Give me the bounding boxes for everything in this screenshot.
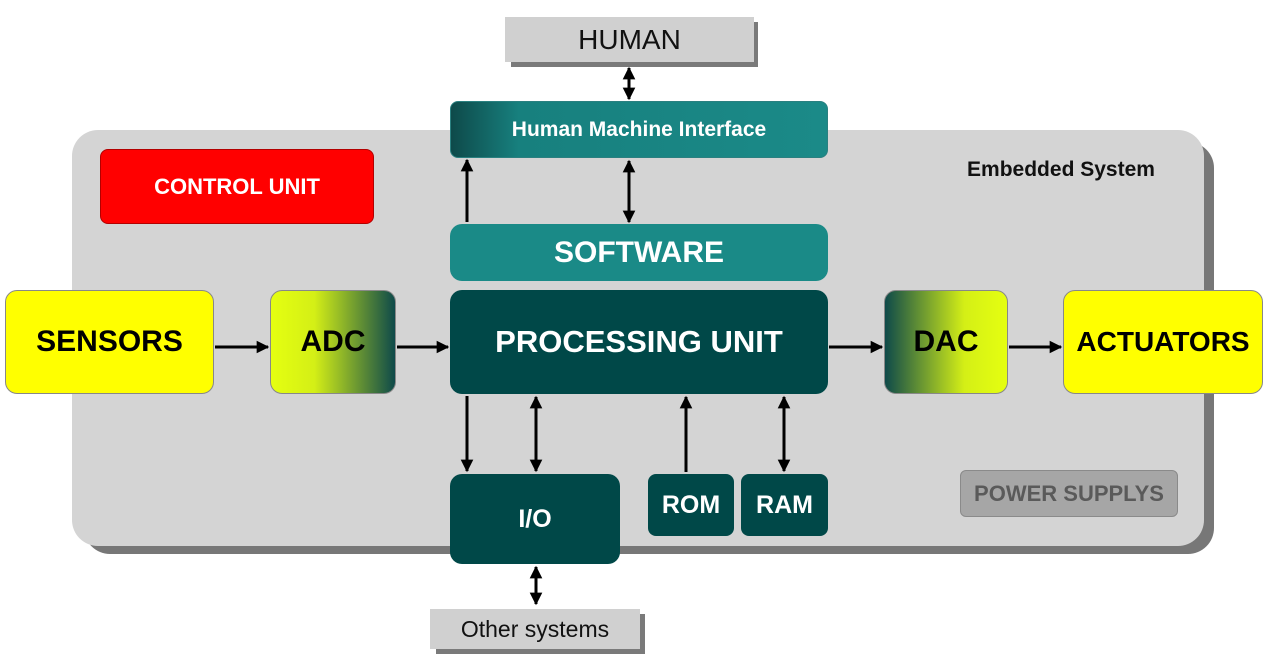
dac-node: DAC	[884, 290, 1008, 394]
power-supplys-node: POWER SUPPLYS	[960, 470, 1178, 517]
sensors-node: SENSORS	[5, 290, 214, 394]
rom-node: ROM	[648, 474, 734, 536]
adc-node: ADC	[270, 290, 396, 394]
processing-unit-node: PROCESSING UNIT	[450, 290, 828, 394]
ram-node: RAM	[741, 474, 828, 536]
embedded-system-label: Embedded System	[967, 158, 1155, 181]
software-node: SOFTWARE	[450, 224, 828, 281]
human-node: HUMAN	[505, 17, 754, 62]
other-systems-node: Other systems	[430, 609, 640, 649]
actuators-node: ACTUATORS	[1063, 290, 1263, 394]
hmi-node: Human Machine Interface	[450, 101, 828, 158]
control-unit-node: CONTROL UNIT	[100, 149, 374, 224]
io-node: I/O	[450, 474, 620, 564]
